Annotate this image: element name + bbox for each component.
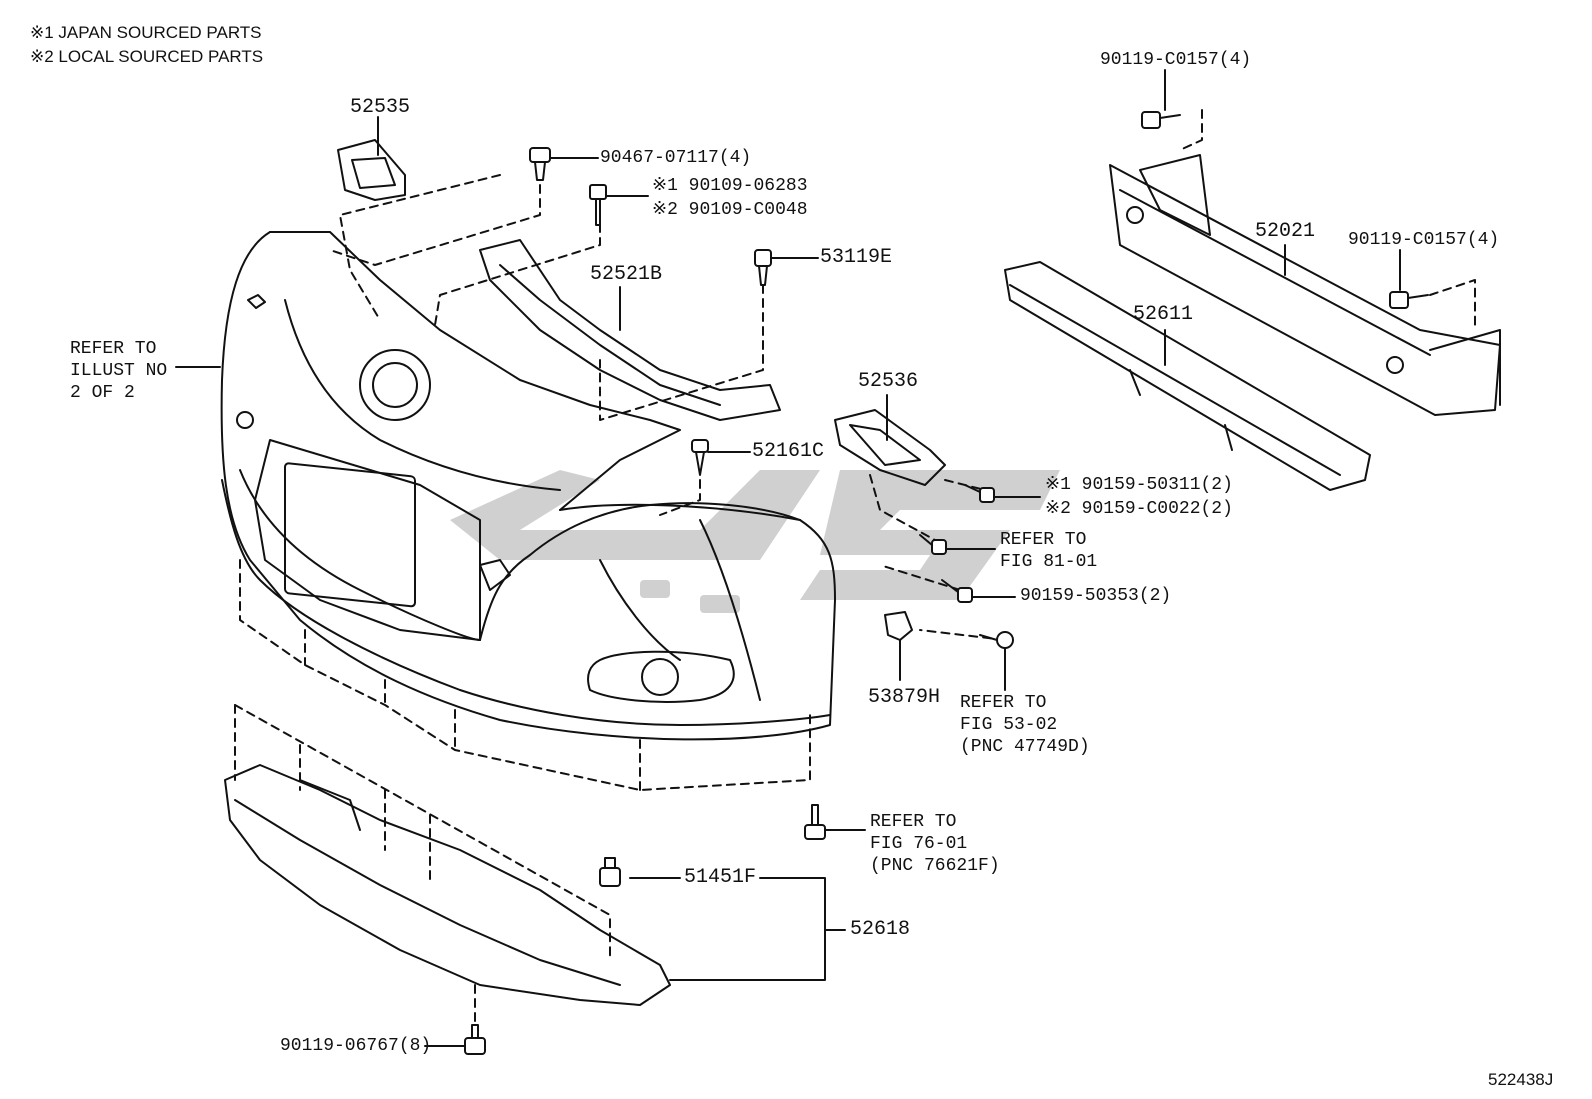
bolt-icon (1389, 291, 1429, 309)
dashed-leaders (234, 109, 1476, 1026)
label-52021: 52021 (1255, 220, 1316, 243)
clip-icon (754, 249, 772, 286)
label-52161c: 52161C (752, 440, 825, 463)
push-clip-icon (691, 439, 709, 476)
label-refer-fig-81-01: REFER TO FIG 81-01 (1000, 530, 1098, 572)
label-90467-07117: 90467-07117(4) (600, 148, 752, 168)
label-52521b: 52521B (590, 263, 663, 286)
label-53119e: 53119E (820, 246, 893, 269)
label-90159-50353: 90159-50353(2) (1020, 586, 1172, 606)
screw-icon (964, 484, 995, 503)
watermark-logo (450, 470, 1060, 613)
bracket-52535 (337, 139, 406, 201)
clip-icon (529, 147, 551, 181)
illustration-id: 522438J (1488, 1070, 1554, 1089)
sensor-icon (884, 611, 913, 641)
bolt-icon (804, 804, 826, 840)
label-52618: 52618 (850, 918, 911, 941)
front-bumper-cover (220, 231, 836, 741)
upper-retainer-52521b (479, 239, 781, 421)
bolt-icon (464, 1024, 486, 1055)
label-52536: 52536 (858, 370, 919, 393)
label-53879h: 53879H (868, 686, 941, 709)
bolt-icon (589, 184, 607, 226)
note-local-sourced: ※2 LOCAL SOURCED PARTS (30, 47, 264, 66)
nut-icon (599, 857, 621, 887)
label-refer-fig-76-01: REFER TO FIG 76-01 (PNC 76621F) (870, 812, 1000, 876)
label-refer-fig-53-02: REFER TO FIG 53-02 (PNC 47749D) (960, 693, 1090, 757)
fastener-icons (464, 111, 1429, 1055)
label-52535: 52535 (350, 96, 411, 119)
label-90109-06283: ※1 90109-06283 (652, 176, 808, 196)
label-90109-c0048: ※2 90109-C0048 (652, 200, 808, 220)
bracket-52536 (834, 409, 946, 486)
label-51451f: 51451F (684, 866, 757, 889)
wire-clip-icon (979, 631, 1014, 649)
bolt-icon (1141, 111, 1181, 129)
screw-icon (919, 534, 947, 555)
label-refer-illust: REFER TO ILLUST NO 2 OF 2 (70, 339, 168, 403)
under-cover-52618 (224, 764, 671, 1006)
solid-leaders (175, 69, 1401, 1047)
energy-absorber-52611 (1004, 261, 1371, 491)
label-90159-50311: ※1 90159-50311(2) (1045, 475, 1233, 495)
note-japan-sourced: ※1 JAPAN SOURCED PARTS (30, 23, 262, 42)
label-90119-c0157-right: 90119-C0157(4) (1348, 230, 1500, 250)
label-52611: 52611 (1133, 303, 1194, 326)
label-90119-06767: 90119-06767(8) (280, 1036, 432, 1056)
bumper-reinforcement-52021 (1109, 154, 1501, 416)
label-90119-c0157-top: 90119-C0157(4) (1100, 50, 1252, 70)
screw-icon (941, 579, 973, 603)
label-90159-c0022: ※2 90159-C0022(2) (1045, 499, 1233, 519)
